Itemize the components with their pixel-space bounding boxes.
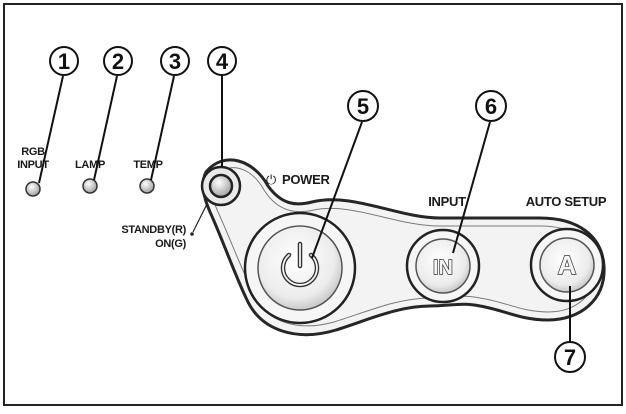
callout-1: 1 [49, 46, 79, 76]
power-symbol-label: ⏻ [266, 172, 276, 187]
lamp-led [82, 178, 98, 194]
svg-text:3: 3 [169, 49, 181, 74]
panel-frame [3, 3, 623, 406]
standby-label-line2: ON(G) [155, 238, 187, 250]
input-label: INPUT [428, 194, 466, 209]
standby-pointer-dot [190, 232, 194, 236]
svg-text:1: 1 [58, 49, 70, 74]
callout-4: 4 [207, 46, 237, 76]
callout-leaders [38, 75, 571, 342]
power-label: POWER [282, 172, 331, 187]
callout-2: 2 [103, 46, 133, 76]
callout-7: 7 [554, 341, 586, 373]
temp-label: TEMP [133, 159, 162, 171]
rgb-input-led [25, 181, 41, 197]
auto-setup-button-glyph: A [558, 250, 577, 280]
callout-6: 6 [475, 90, 507, 122]
svg-text:5: 5 [357, 94, 369, 119]
input-button-glyph: IN [433, 257, 453, 279]
lamp-label: LAMP [75, 159, 105, 171]
rgb-input-label-line1: RGB [21, 146, 45, 158]
svg-text:7: 7 [564, 345, 576, 370]
input-button[interactable]: IN [405, 228, 481, 304]
callout-5: 5 [347, 90, 379, 122]
svg-text:2: 2 [112, 49, 124, 74]
temp-led [139, 178, 155, 194]
standby-pointer-line [192, 203, 208, 233]
standby-label-line1: STANDBY(R) [121, 224, 186, 236]
power-button[interactable] [243, 211, 357, 325]
callout-3: 3 [160, 46, 190, 76]
auto-setup-button[interactable]: A [529, 227, 605, 303]
standby-led [208, 173, 234, 199]
svg-text:6: 6 [485, 94, 497, 119]
auto-setup-label: AUTO SETUP [526, 194, 607, 209]
svg-text:4: 4 [216, 49, 229, 74]
